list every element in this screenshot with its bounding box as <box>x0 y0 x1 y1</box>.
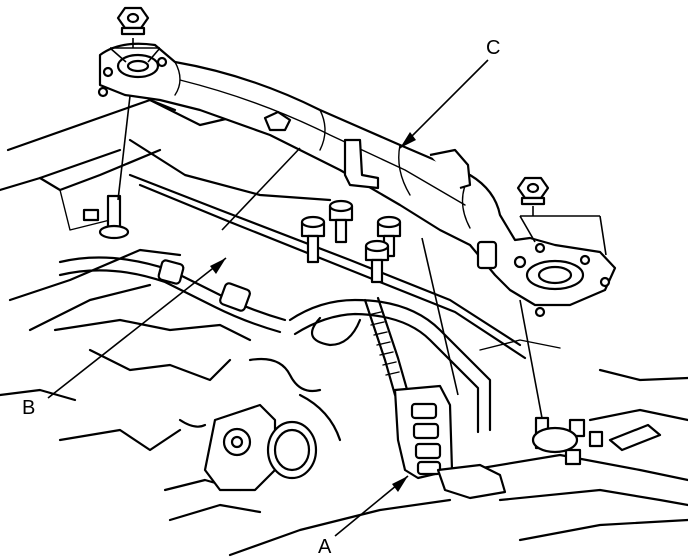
wire-harness <box>58 173 527 434</box>
arrowhead-a <box>392 476 408 492</box>
chassis-background <box>0 98 688 557</box>
label-a: A <box>318 536 332 558</box>
leader-lines <box>47 59 489 537</box>
callout-lines <box>109 38 607 419</box>
arrowhead-c <box>400 132 416 148</box>
leader-line-b <box>47 257 227 399</box>
leader-line-c <box>399 59 489 149</box>
mount-nuts <box>116 6 550 206</box>
cross-member <box>97 42 617 318</box>
engine-components <box>178 357 342 492</box>
arrowhead-b <box>210 258 226 274</box>
connector-assembly <box>363 296 507 500</box>
label-b: B <box>22 397 35 419</box>
bolts <box>82 194 662 466</box>
label-c: C <box>486 37 500 59</box>
